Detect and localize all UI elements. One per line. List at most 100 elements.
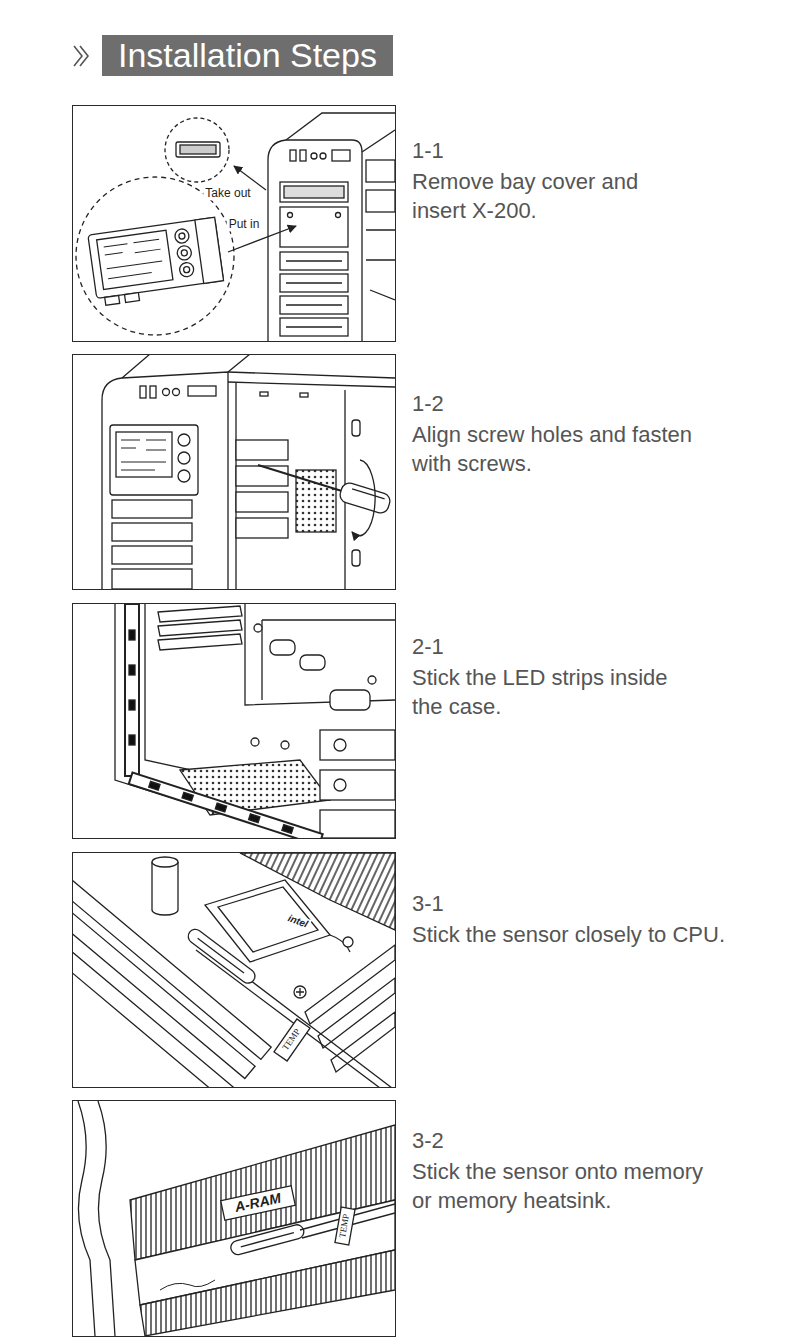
case-screw-illustration: [112, 500, 192, 518]
case-screw-illustration: [178, 452, 190, 464]
case-bay-illustration: [183, 266, 190, 273]
case-bay-illustration: [180, 145, 216, 154]
case-bay-illustration: [280, 207, 348, 247]
case-interior-illustration: [282, 825, 293, 834]
case-interior-illustration: [320, 810, 395, 838]
case-screw-illustration: [352, 460, 375, 536]
step-description: Stick the sensor closely to CPU.: [412, 920, 792, 949]
step-description: Remove bay cover and insert X-200.: [412, 167, 667, 225]
chevron-symbol: [74, 46, 88, 66]
case-bay-illustration: [195, 217, 224, 283]
case-interior-illustration: [270, 640, 295, 655]
cpu-sensor-illustration: [73, 853, 395, 1087]
case-bay-illustration: [268, 140, 362, 341]
chevron-symbol: [80, 46, 88, 66]
memory-sensor-illustration: [335, 1207, 355, 1245]
memory-sensor-illustration: [78, 1101, 95, 1336]
case-bay-illustration: [300, 150, 306, 161]
case-interior-illustration: [125, 604, 139, 776]
case-bay-illustration: [125, 293, 140, 303]
case-screw-illustration: [236, 440, 288, 460]
case-screw-illustration: [338, 481, 392, 515]
case-bay-illustration: [179, 262, 195, 278]
chevron-symbol: [74, 46, 82, 66]
case-bay-illustration: [284, 186, 344, 198]
case-interior-illustration: [129, 772, 323, 838]
step-panel: 1-2Align screw holes and fasten with scr…: [72, 354, 396, 590]
case-screw-illustration: [188, 386, 216, 396]
case-screw-illustration: [228, 372, 395, 589]
case-interior-illustration: [334, 779, 346, 791]
case-interior-illustration: [249, 814, 260, 823]
case-screw-illustration: [163, 389, 170, 396]
case-interior-illustration: [115, 604, 395, 838]
case-interior-illustration: [300, 655, 325, 670]
case-bay-illustration: [174, 228, 190, 244]
case-interior-illustration: [129, 700, 135, 710]
cpu-sensor-illustration: [274, 1019, 310, 1061]
step-panel: 2-1Stick the LED strips inside the case.: [72, 603, 396, 839]
cpu-sensor-illustration: [343, 937, 353, 947]
memory-sensor-illustration: [98, 1101, 115, 1336]
memory-sensor-illustration: [221, 1186, 296, 1221]
case-bay-illustration: [88, 217, 225, 306]
case-bay-illustration: [286, 261, 342, 327]
case-screw-illustration: [258, 465, 345, 492]
case-interior-illustration: [129, 735, 135, 745]
case-interior-illustration: [158, 634, 242, 650]
case-interior-illustration: [320, 730, 395, 760]
case-screw-illustration: [102, 355, 395, 589]
case-screw-illustration: [122, 355, 250, 378]
cpu-sensor-illustration: [218, 887, 318, 952]
case-interior-illustration: [182, 792, 193, 801]
step-number: 3-2: [412, 1126, 444, 1155]
case-screw-illustration: [173, 389, 180, 396]
cpu-sensor-illustration: [296, 988, 304, 996]
case-interior-illustration: [245, 604, 395, 705]
step-panel: 3-1Stick the sensor closely to CPU.: [72, 852, 396, 1088]
callout-label: Take out: [203, 187, 252, 200]
case-screw-illustration: [236, 466, 288, 486]
cpu-sensor-illustration: [152, 857, 178, 867]
case-bay-illustration: [336, 213, 341, 218]
case-bay-illustration: [165, 118, 229, 182]
case-screw-illustration: [112, 523, 192, 541]
case-interior-illustration: [129, 665, 135, 675]
case-screw-illustration: [260, 392, 268, 396]
memory-sensor-illustration: [229, 1223, 305, 1256]
cpu-sensor-illustration: [152, 862, 178, 915]
case-screw-illustration: [178, 470, 190, 482]
case-screw-illustration: [338, 481, 392, 515]
page-title: Installation Steps: [102, 35, 393, 76]
cpu-sensor-illustration: [274, 1019, 310, 1061]
case-bay-illustration: [332, 150, 350, 161]
cpu-sensor-illustration: [185, 927, 257, 986]
case-bay-illustration: [311, 153, 317, 159]
case-interior-illustration: [149, 781, 160, 790]
case-interior-illustration: [330, 690, 370, 710]
case-interior-illustration: [254, 624, 262, 632]
case-interior-illustration: [158, 620, 242, 636]
case-screw-illustration: [352, 550, 360, 566]
case-bay-illustration: [176, 245, 192, 261]
memory-sensor-illustration: [160, 1280, 215, 1290]
case-bay-illustration: [286, 113, 395, 140]
case-screw-illustration: [236, 518, 288, 538]
case-screw-illustration: [352, 489, 385, 499]
case-bay-illustration: [280, 182, 348, 202]
case-interior-illustration: [251, 738, 259, 746]
memory-sensor-illustration: [241, 1233, 294, 1247]
case-screw-illustration: [121, 440, 166, 470]
case-bay-illustration: [176, 142, 220, 157]
step-description: Align screw holes and fasten with screws…: [412, 420, 712, 478]
case-bay-illustration: [366, 190, 395, 212]
step-number: 3-1: [412, 889, 444, 918]
case-bay-illustration: [181, 249, 188, 256]
cpu-sensor-illustration: [294, 986, 306, 998]
case-interior-illustration: [368, 676, 376, 684]
case-bay-illustration: [105, 295, 120, 305]
case-bay-illustration: [366, 160, 395, 182]
case-bay-illustration: [76, 177, 234, 335]
case-interior-illustration: [320, 770, 395, 800]
